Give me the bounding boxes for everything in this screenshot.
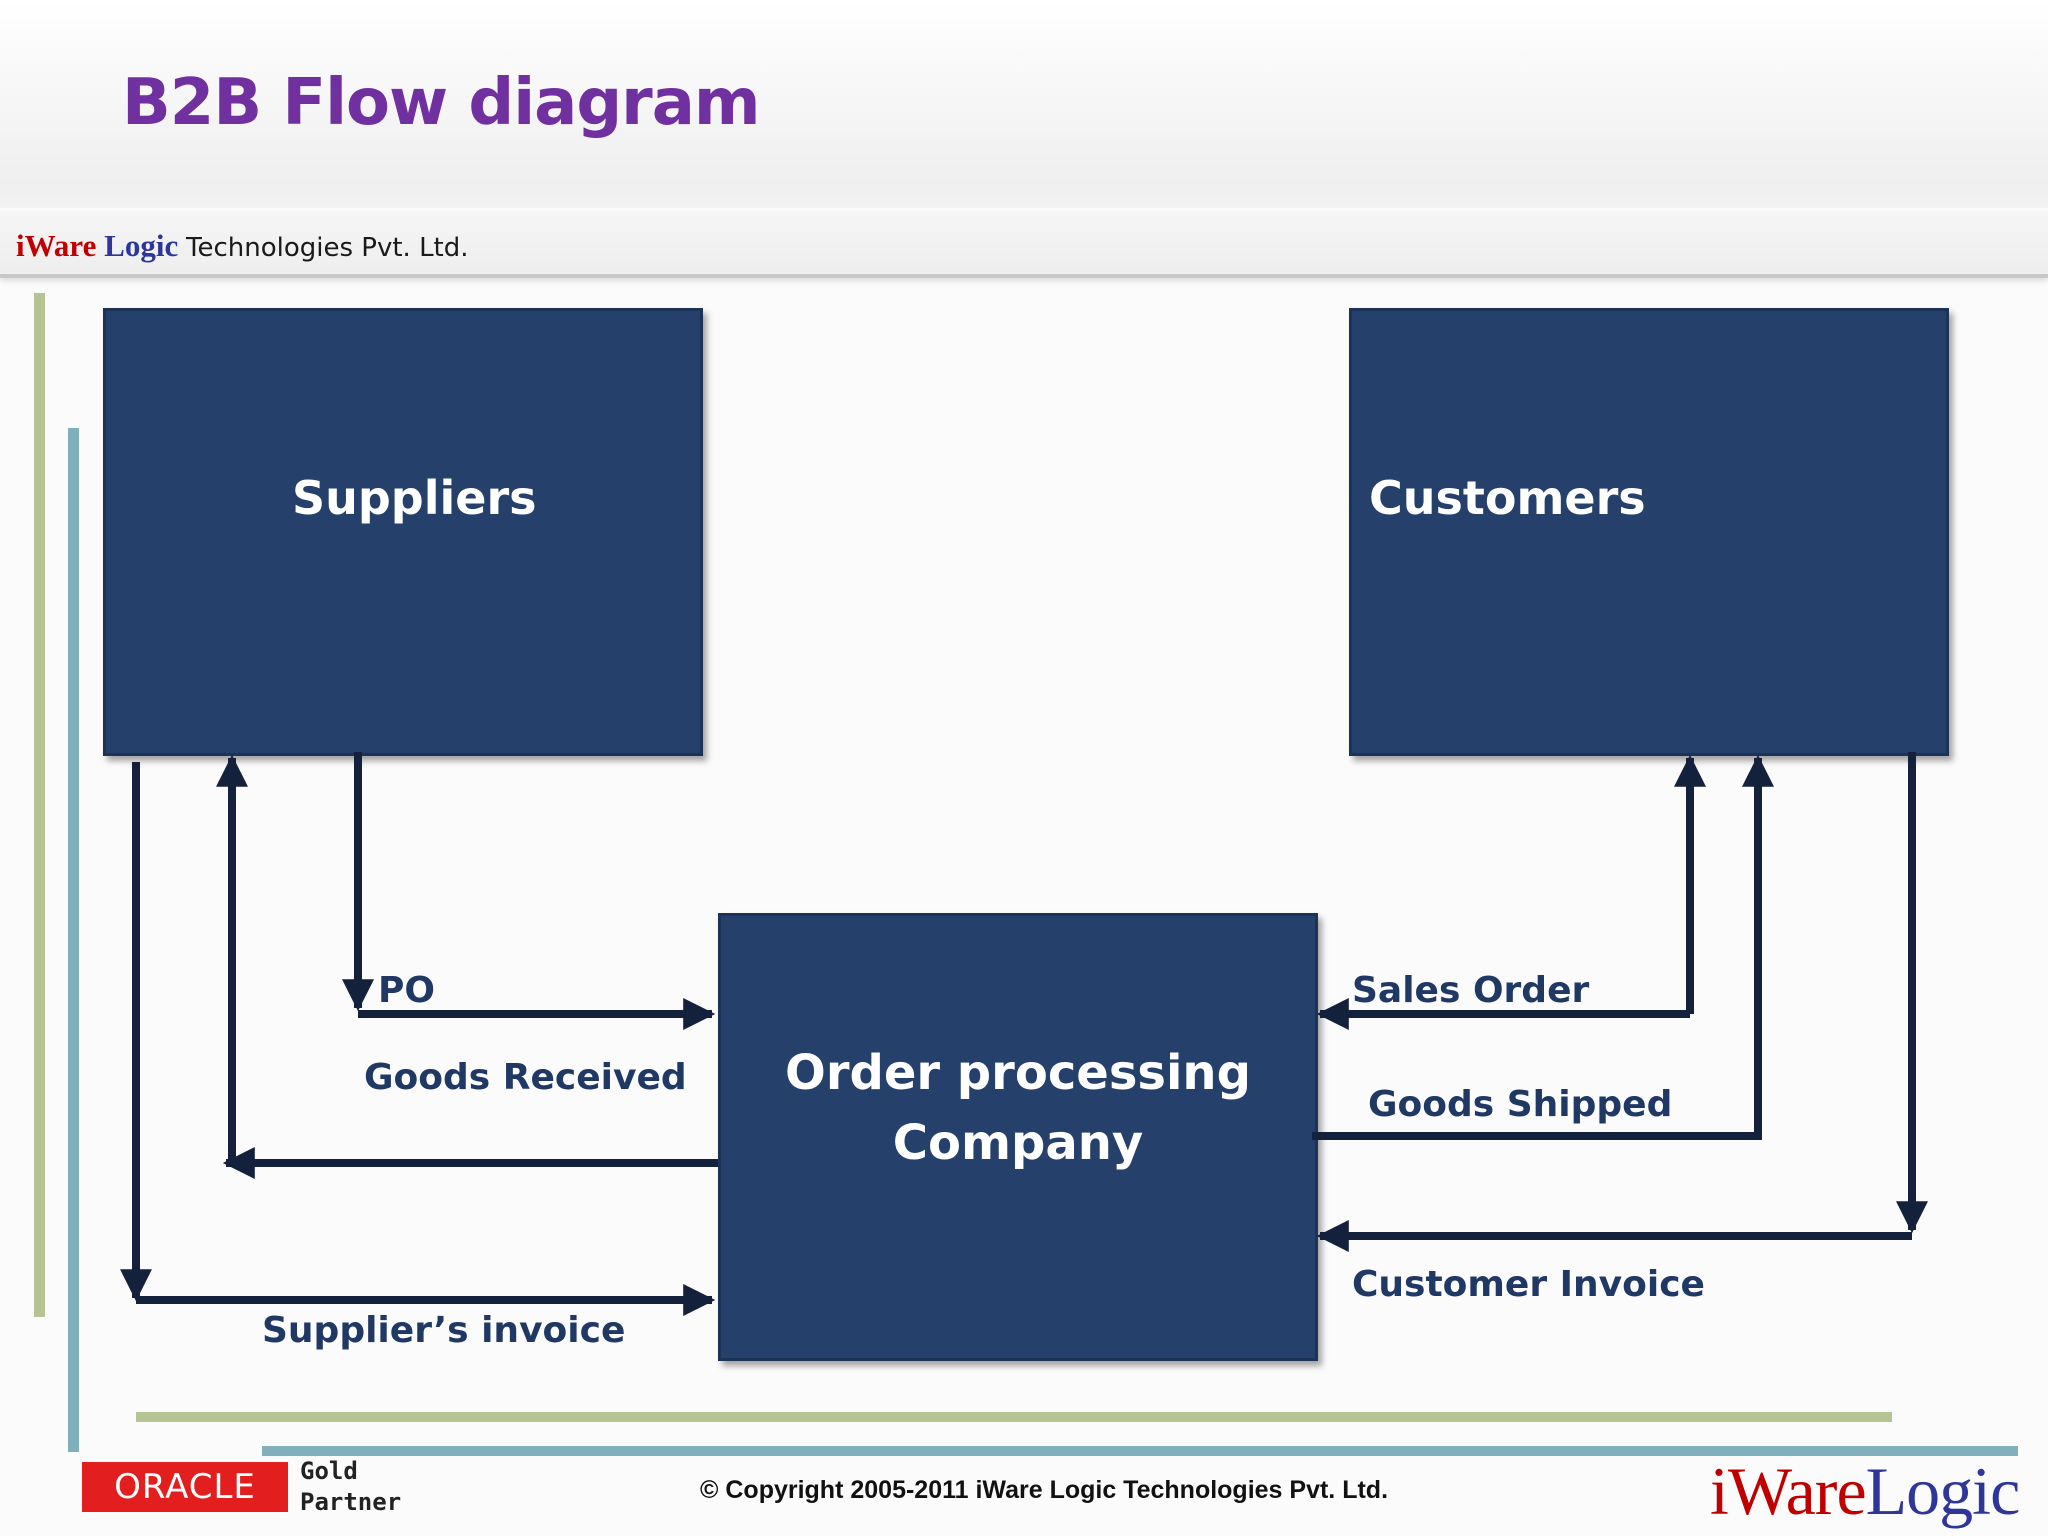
iwarelogic-logo: iWareLogic <box>1710 1452 2021 1531</box>
po-label: PO <box>378 970 435 1011</box>
order-processing-label-line2: Company <box>892 1115 1144 1171</box>
company-bar <box>0 212 2048 278</box>
copyright-text: © Copyright 2005-2011 iWare Logic Techno… <box>700 1476 1389 1504</box>
brand-name-part2: Logic <box>104 228 179 263</box>
suppliers-label: Suppliers <box>292 471 537 525</box>
accent-bar-green-horizontal <box>136 1412 1892 1422</box>
goods-shipped-label: Goods Shipped <box>1368 1084 1673 1125</box>
suppliers-invoice-label: Supplier’s invoice <box>262 1310 626 1351</box>
sales-order-label: Sales Order <box>1352 970 1590 1011</box>
company-name: iWare Logic Technologies Pvt. Ltd. <box>16 228 469 264</box>
accent-bar-teal-horizontal <box>262 1446 2018 1456</box>
accent-bar-teal-vertical <box>68 428 79 1452</box>
gold-partner-line1: Gold <box>300 1457 358 1485</box>
accent-bar-green-vertical <box>34 293 45 1317</box>
slide-title: B2B Flow diagram <box>122 66 761 140</box>
goods-shipped-arrow-up <box>1312 754 1774 1140</box>
footer-logo-part1: iWare <box>1710 1453 1867 1529</box>
customer-invoice-label: Customer Invoice <box>1352 1264 1705 1305</box>
goods-received-label: Goods Received <box>364 1057 687 1098</box>
order-processing-label-line1: Order processing <box>785 1045 1251 1101</box>
oracle-logo: ORACLE <box>82 1462 288 1512</box>
customers-label: Customers <box>1369 471 1646 525</box>
gold-partner-line2: Partner <box>300 1488 402 1516</box>
gold-partner-badge: Gold Partner <box>300 1456 401 1518</box>
company-suffix: Technologies Pvt. Ltd. <box>186 233 469 263</box>
customers-box: Customers <box>1349 308 1949 756</box>
brand-name-part1: iWare <box>16 228 97 263</box>
footer-logo-part2: Logic <box>1865 1453 2021 1529</box>
header-band <box>0 0 2048 208</box>
suppliers-box: Suppliers <box>103 308 703 756</box>
order-processing-label: Order processing Company <box>721 1038 1315 1178</box>
